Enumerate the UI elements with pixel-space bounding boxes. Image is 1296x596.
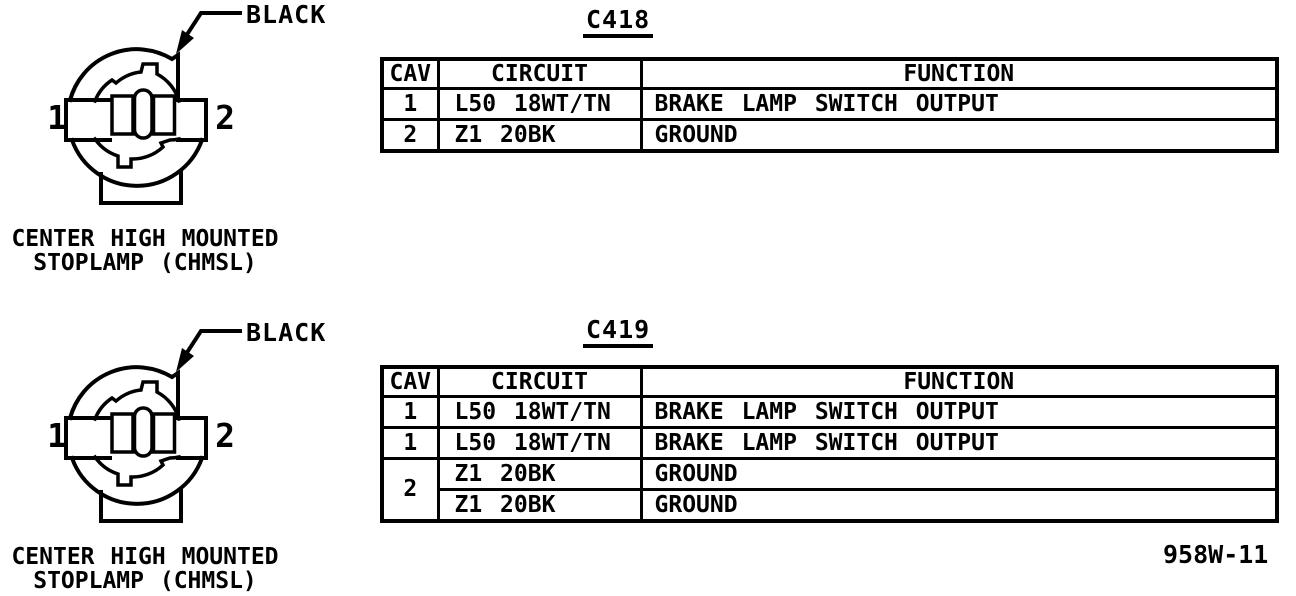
connector-right-slot bbox=[176, 416, 208, 460]
leader-arrowhead-icon bbox=[176, 348, 194, 372]
terminal-cavity-1 bbox=[110, 412, 135, 454]
connector-caption-c418: CENTER HIGH MOUNTED STOPLAMP (CHMSL) bbox=[6, 227, 284, 275]
cell-circuit: L50 18WT/TN bbox=[436, 87, 643, 121]
page-code: 958W-11 bbox=[1163, 540, 1269, 569]
connector-bottom-tab bbox=[99, 169, 183, 205]
cell-cav: 1 bbox=[380, 426, 440, 460]
connector-right-slot bbox=[176, 98, 208, 142]
center-terminal bbox=[132, 406, 154, 458]
table-row: 2 Z1 20BK GROUND bbox=[380, 118, 1279, 152]
center-terminal bbox=[132, 88, 154, 140]
connector-bottom-tab bbox=[99, 487, 183, 523]
connector-shell-top-arc bbox=[67, 365, 180, 421]
caption-line-2: STOPLAMP (CHMSL) bbox=[33, 568, 257, 594]
cell-circuit: Z1 20BK bbox=[436, 118, 643, 152]
table-header-row: CAV CIRCUIT FUNCTION bbox=[380, 57, 1279, 90]
pin-2-label: 2 bbox=[215, 98, 235, 137]
connector-left-slot bbox=[64, 98, 112, 142]
pin-table-c418: CAV CIRCUIT FUNCTION 1 L50 18WT/TN BRAKE… bbox=[380, 57, 1279, 153]
caption-line-1: CENTER HIGH MOUNTED bbox=[11, 226, 279, 252]
table-row: 1 L50 18WT/TN BRAKE LAMP SWITCH OUTPUT bbox=[380, 87, 1279, 121]
connector-inner-ring-bottom bbox=[92, 136, 182, 169]
column-header-function: FUNCTION bbox=[639, 57, 1279, 90]
connector-inner-ring-bottom bbox=[92, 454, 182, 487]
column-header-cav: CAV bbox=[380, 365, 440, 398]
table-row: 2 Z1 20BK GROUND bbox=[380, 457, 1279, 522]
cell-circuit: L50 18WT/TN bbox=[436, 395, 643, 429]
wire-color-label: BLACK bbox=[246, 0, 326, 29]
table-row: 1 L50 18WT/TN BRAKE LAMP SWITCH OUTPUT bbox=[380, 395, 1279, 429]
cell-cav-merged: 2 bbox=[380, 457, 440, 522]
terminal-cavity-2 bbox=[151, 94, 177, 136]
cell-function: BRAKE LAMP SWITCH OUTPUT bbox=[639, 87, 1279, 121]
cell-function: GROUND bbox=[639, 488, 1279, 522]
cell-circuit: L50 18WT/TN bbox=[436, 426, 643, 460]
connector-caption-c419: CENTER HIGH MOUNTED STOPLAMP (CHMSL) bbox=[6, 545, 284, 593]
connector-inner-ring-top bbox=[92, 380, 182, 422]
pin-1-label: 1 bbox=[47, 416, 67, 455]
cell-function: BRAKE LAMP SWITCH OUTPUT bbox=[639, 395, 1279, 429]
caption-line-1: CENTER HIGH MOUNTED bbox=[11, 544, 279, 570]
connector-id-title-c418: C418 bbox=[583, 6, 654, 38]
cell-circuit: Z1 20BK bbox=[436, 457, 643, 491]
chmsl-connector-diagram-c418: BLACK 1 2 bbox=[47, 0, 326, 205]
cell-function: GROUND bbox=[639, 457, 1279, 491]
table-header-row: CAV CIRCUIT FUNCTION bbox=[380, 365, 1279, 398]
caption-line-2: STOPLAMP (CHMSL) bbox=[33, 250, 257, 276]
column-header-circuit: CIRCUIT bbox=[436, 57, 643, 90]
terminal-cavity-1 bbox=[110, 94, 135, 136]
table-row: 1 L50 18WT/TN BRAKE LAMP SWITCH OUTPUT bbox=[380, 426, 1279, 460]
cell-cav: 1 bbox=[380, 395, 440, 429]
cell-circuit: Z1 20BK bbox=[436, 488, 643, 522]
leader-arrowhead-icon bbox=[176, 30, 194, 54]
pin-1-label: 1 bbox=[47, 98, 67, 137]
cell-function: GROUND bbox=[639, 118, 1279, 152]
cell-cav: 2 bbox=[380, 118, 440, 152]
table-row: Z1 20BK GROUND bbox=[382, 488, 1279, 522]
connector-shell-top-arc bbox=[67, 47, 180, 103]
chmsl-connector-diagram-c419: BLACK 1 2 bbox=[47, 318, 326, 523]
connector-inner-ring-top bbox=[92, 62, 182, 104]
connector-left-slot bbox=[64, 416, 112, 460]
column-header-cav: CAV bbox=[380, 57, 440, 90]
cell-cav: 1 bbox=[380, 87, 440, 121]
wire-color-label: BLACK bbox=[246, 318, 326, 347]
pin-2-label: 2 bbox=[215, 416, 235, 455]
wire-color-leader-line bbox=[185, 329, 242, 354]
pin-table-c419: CAV CIRCUIT FUNCTION 1 L50 18WT/TN BRAKE… bbox=[380, 365, 1279, 523]
connector-shell-bottom-arc bbox=[69, 455, 205, 506]
wire-color-leader-line bbox=[185, 11, 242, 36]
terminal-cavity-2 bbox=[151, 412, 177, 454]
connector-shell-bottom-arc bbox=[69, 137, 205, 188]
cell-function: BRAKE LAMP SWITCH OUTPUT bbox=[639, 426, 1279, 460]
connector-id-title-c419: C419 bbox=[583, 316, 654, 348]
column-header-function: FUNCTION bbox=[639, 365, 1279, 398]
column-header-circuit: CIRCUIT bbox=[436, 365, 643, 398]
